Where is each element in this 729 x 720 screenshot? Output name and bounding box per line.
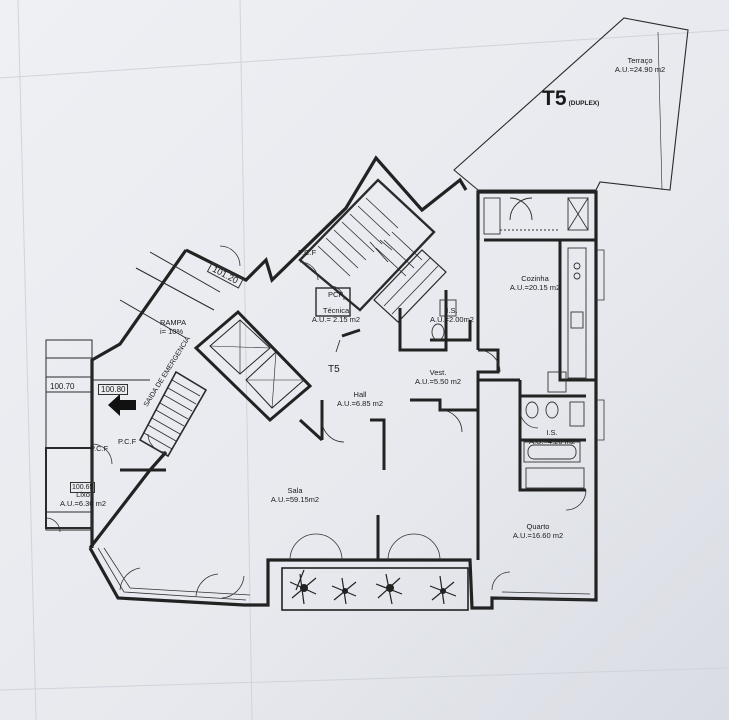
ramp-text: RAMPA [160,318,187,327]
room-name: I.S. [446,306,458,315]
unit-title: T5 (DUPLEX) [542,88,599,110]
room-label-hall: Hall A.U.=6.85 m2 [326,390,394,408]
ramp-label: RAMPA i= 10% [160,318,186,336]
level-left-b: 100.80 [98,384,129,395]
terrace-outline [453,17,689,191]
room-label-lixo: Lixo A.U.=6.30 m2 [56,490,110,508]
ramp-area-lines [45,251,221,531]
room-label-terraco: Terraço A.U.=24.90 m2 [608,56,672,74]
room-area: A.U.=2.00m2 [430,315,474,324]
pcf-label-tecnica: PCF [328,290,343,299]
unit-code: T5 [542,87,567,110]
interior-walls [120,238,596,560]
level-left-a: 100.70 [50,382,75,391]
room-label-is1: I.S. A.U.=2.00m2 [422,306,482,324]
room-name: Quarto [526,522,550,531]
room-name: Lixo [76,490,90,499]
room-label-cozinha: Cozinha A.U.=20.15 m2 [504,274,566,292]
room-label-is2: I.S. A.U.=4.20 m2 [520,428,584,446]
pcf-label-left: P.C.F [118,437,137,446]
door-swings [45,245,587,591]
room-label-sala: Sala A.U.=59.15m2 [260,486,330,504]
room-name: Técnica [322,306,350,315]
room-label-vest: Vest. A.U.=5.50 m2 [404,368,472,386]
room-label-quarto: Quarto A.U.=16.60 m2 [502,522,574,540]
kitchen-fixtures [483,197,589,393]
room-name: Hall [353,390,367,399]
unit-note: (DUPLEX) [568,100,600,107]
exit-arrow-icon [108,394,136,416]
section-markers [335,239,393,353]
room-area: A.U.=20.15 m2 [509,283,561,292]
pcf-label-top: P.C.F [298,248,317,257]
room-name: Vest. [429,368,447,377]
room-area: A.U.=6.30 m2 [59,499,107,508]
pcf-label-lixo: P.C.F [90,444,109,453]
room-area: A.U.=5.50 m2 [414,377,462,386]
room-name: Sala [287,486,303,495]
room-area: A.U.=4.20 m2 [528,437,576,446]
room-area: A.U.=6.85 m2 [336,399,384,408]
t5-marker: T5 [328,364,340,375]
room-label-tecnica: Técnica A.U.= 2.15 m2 [302,306,370,324]
bathroom-fixtures [431,299,585,489]
stair-upper [298,178,447,323]
room-name: I.S. [546,428,558,437]
room-area: A.U.=59.15m2 [270,495,320,504]
elevator-core [193,309,313,423]
room-name: Cozinha [521,274,549,283]
room-area: A.U.= 2.15 m2 [311,315,361,324]
room-area: A.U.=24.90 m2 [614,65,666,74]
room-name: Terraço [627,56,653,65]
planters [281,567,469,611]
level-lixo: 100.65 [70,482,96,493]
room-area: A.U.=16.60 m2 [512,531,564,540]
slope-text: i= 10% [160,327,184,336]
facade-glazing [97,249,605,601]
sala-glass-doors [119,533,441,599]
